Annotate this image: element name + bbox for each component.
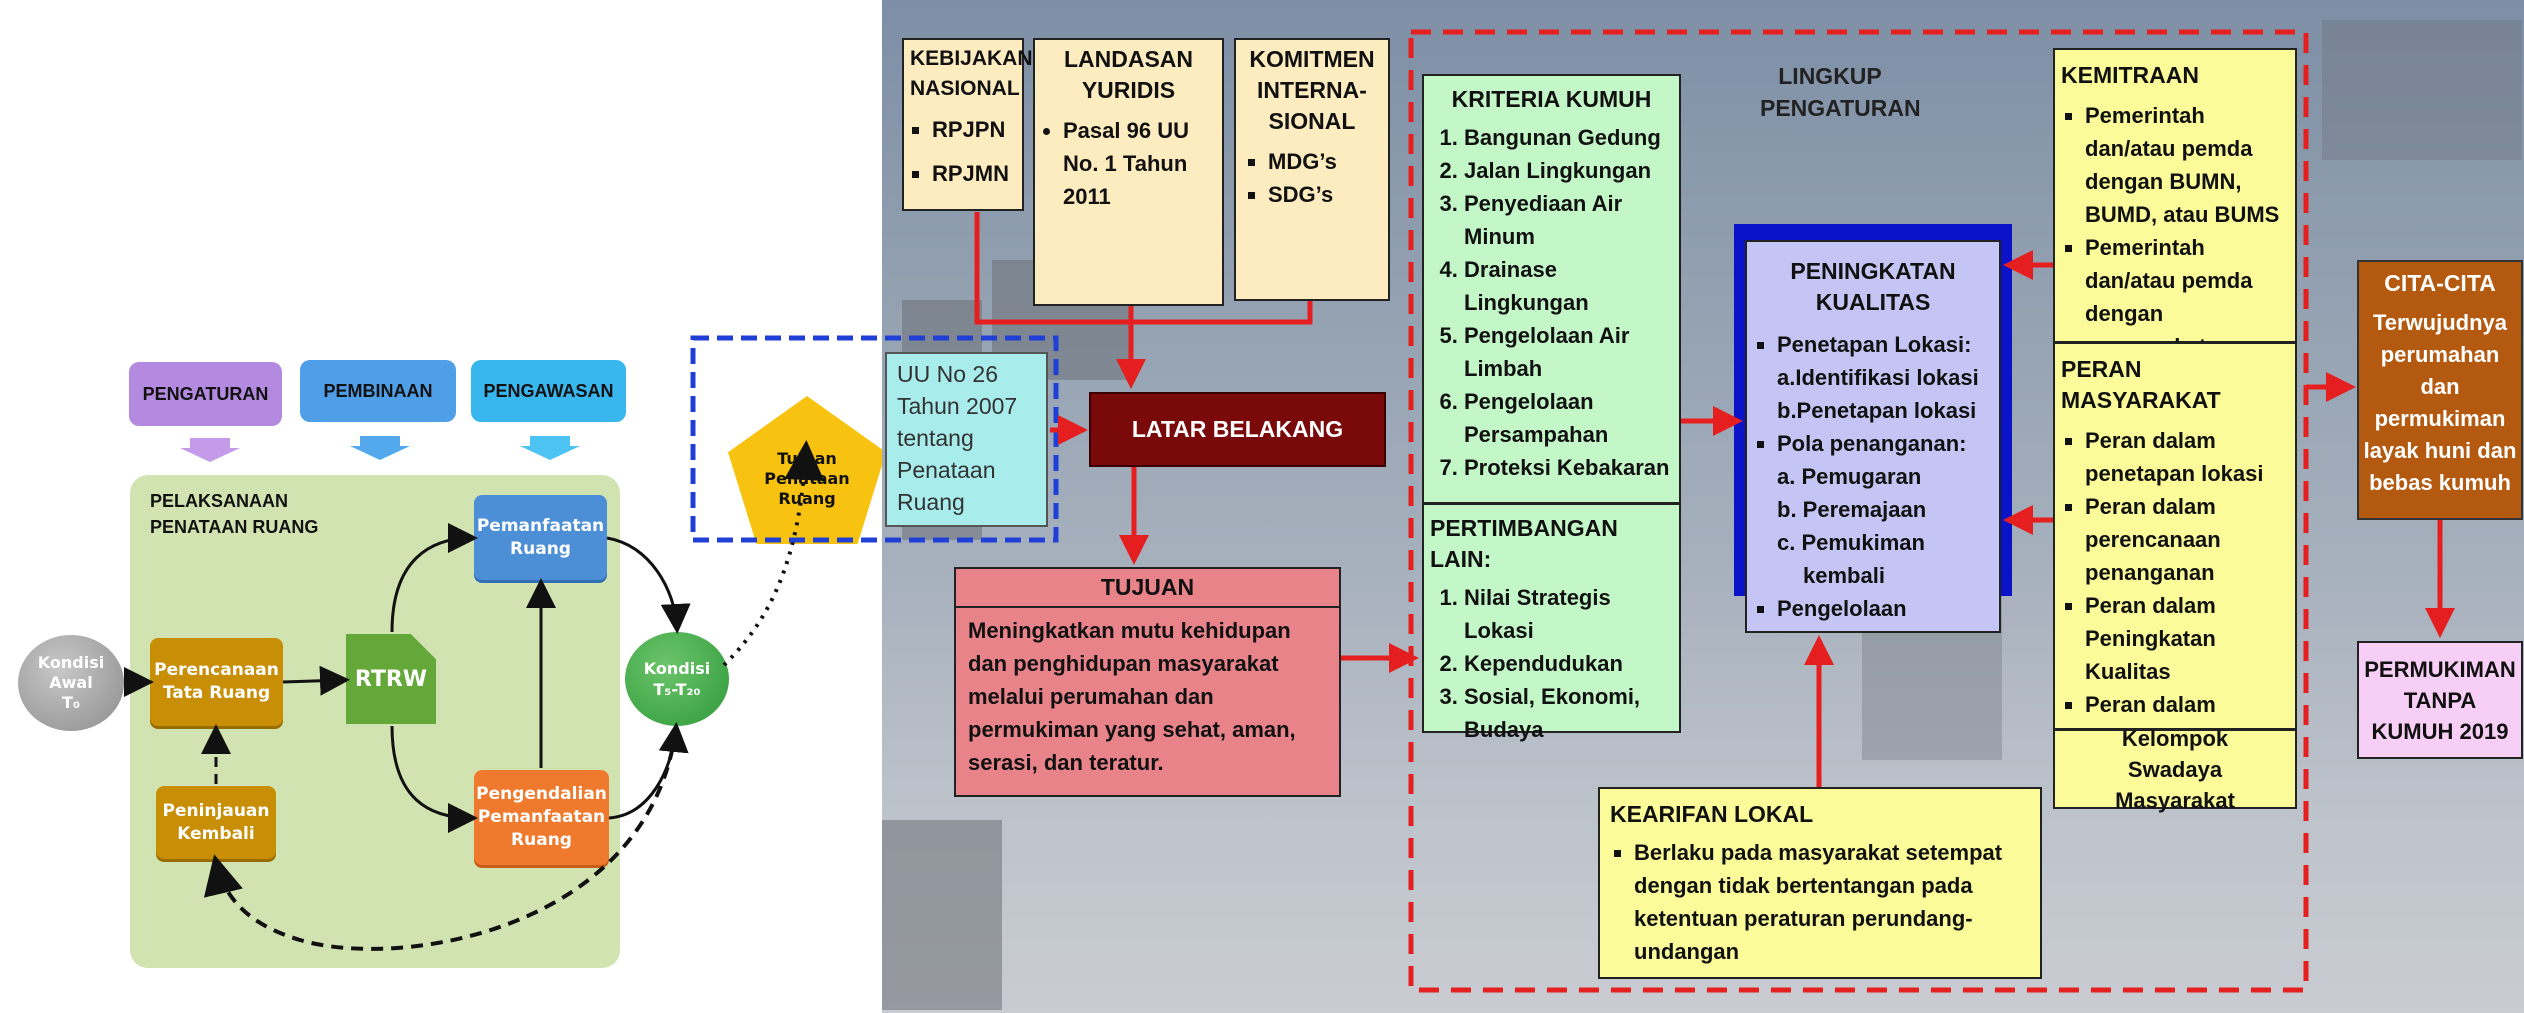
cita-text: Terwujudnya perumahan dan permukiman lay… (2363, 310, 2517, 495)
pemanfaatan-node: Pemanfaatan Ruang (474, 495, 607, 580)
peningkatan-p2a: a. Pemugaran (1777, 464, 1922, 489)
kriteria-title: KRITERIA KUMUH (1451, 86, 1652, 112)
kriteria-kumuh-box: KRITERIA KUMUH Bangunan Gedung Jalan Lin… (1422, 74, 1681, 504)
peningkatan-p2c: c. Pemukiman kembali (1777, 530, 1925, 588)
list-item: Penyediaan Air Minum (1464, 187, 1673, 253)
list-item: Jalan Lingkungan (1464, 154, 1673, 187)
landasan-title: LANDASAN YURIDIS (1063, 46, 1194, 103)
rtrw-node: RTRW (346, 634, 436, 724)
landasan-list: Pasal 96 UU No. 1 Tahun 2011 (1043, 114, 1214, 213)
list-item: Pola penanganan: a. Pemugaran b. Peremaj… (1777, 427, 1991, 592)
list-item: Bangunan Gedung (1464, 121, 1673, 154)
pengaturan-tag: PENGATURAN (129, 362, 282, 426)
tujuan-title: TUJUAN (956, 569, 1339, 608)
list-item: MDG’s (1268, 145, 1382, 178)
list-item: Peran dalam perencanaan penanganan (2085, 490, 2289, 589)
peninjauan-node: Peninjauan Kembali (156, 786, 276, 859)
landasan-box: LANDASAN YURIDIS Pasal 96 UU No. 1 Tahun… (1033, 38, 1224, 306)
cita-title: CITA-CITA (2384, 270, 2496, 296)
kebijakan-box: KEBIJAKAN NASIONAL RPJPN RPJMN (902, 38, 1033, 211)
list-item: Pemerintah dan/atau pemda dengan BUMN, B… (2085, 99, 2289, 231)
kriteria-list: Bangunan Gedung Jalan Lingkungan Penyedi… (1430, 121, 1673, 484)
list-item: Pasal 96 UU No. 1 Tahun 2011 (1063, 114, 1214, 213)
komitmen-list: MDG’s SDG’s (1242, 145, 1382, 211)
kondisi-t-node: Kondisi T₅-T₂₀ (625, 632, 729, 726)
kondisi-t-line2: T₅-T₂₀ (653, 680, 701, 699)
peningkatan-p2b: b. Peremajaan (1777, 497, 1927, 522)
list-item: RPJPN (932, 108, 1016, 152)
list-item: Nilai Strategis Lokasi (1464, 581, 1673, 647)
peningkatan-title: PENINGKATAN KUALITAS (1790, 258, 1956, 315)
pertimbangan-box: PERTIMBANGAN LAIN: Nilai Strategis Lokas… (1422, 503, 1681, 742)
list-item: Pengelolaan Air Limbah (1464, 319, 1673, 385)
kondisi-awal-line1: Kondisi (37, 653, 105, 672)
tujuan-box: TUJUAN Meningkatkan mutu kehidupan dan p… (954, 567, 1341, 797)
pertimbangan-list: Nilai Strategis Lokasi Kependudukan Sosi… (1430, 581, 1673, 746)
peningkatan-p2: Pola penanganan: (1777, 431, 1967, 456)
list-item: Proteksi Kebakaran (1464, 451, 1673, 484)
peningkatan-p1: Penetapan Lokasi: (1777, 332, 1972, 357)
list-item: Pengelolaan Persampahan (1464, 385, 1673, 451)
list-item: Pemerintah dan/atau pemda dengan masyara… (2085, 231, 2289, 363)
list-item: Drainase Lingkungan (1464, 253, 1673, 319)
list-item: SDG’s (1268, 178, 1382, 211)
list-item: Berlaku pada masyarakat setempat dengan … (1634, 836, 2030, 968)
list-item: RPJMN (932, 152, 1016, 196)
pembinaan-tag: PEMBINAAN (300, 360, 456, 422)
kearifan-list: Berlaku pada masyarakat setempat dengan … (1610, 836, 2030, 968)
kemitraan-box: KEMITRAAN Pemerintah dan/atau pemda deng… (2053, 48, 2297, 359)
tujuan-text: Meningkatkan mutu kehidupan dan penghidu… (968, 618, 1296, 775)
list-item: Peran dalam penetapan lokasi (2085, 424, 2289, 490)
list-item: Pengelolaan (1777, 592, 1991, 625)
kearifan-title: KEARIFAN LOKAL (1610, 801, 1814, 827)
kemitraan-title: KEMITRAAN (2061, 62, 2199, 88)
peningkatan-p1a: a.Identifikasi lokasi (1777, 365, 1979, 390)
latar-belakang-box: LATAR BELAKANG (1089, 392, 1386, 467)
kearifan-lokal-box: KEARIFAN LOKAL Berlaku pada masyarakat s… (1598, 787, 2042, 979)
uu-box: UU No 26 Tahun 2007 tentang Penataan Rua… (885, 352, 1048, 527)
perencanaan-node: Perencanaan Tata Ruang (150, 638, 283, 726)
pertimbangan-title: PERTIMBANGAN LAIN: (1430, 515, 1618, 572)
list-item: Sosial, Ekonomi, Budaya (1464, 680, 1673, 746)
kelompok-box: Kelompok Swadaya Masyarakat (2053, 726, 2297, 813)
cita-cita-box: CITA-CITA Terwujudnya perumahan dan perm… (2357, 260, 2523, 520)
kemitraan-list: Pemerintah dan/atau pemda dengan BUMN, B… (2061, 99, 2289, 363)
lingkup-title: LINGKUP PENGATURAN (1760, 63, 1921, 121)
kondisi-awal-line3: T₀ (62, 693, 80, 712)
kondisi-t-line1: Kondisi (643, 659, 711, 678)
peningkatan-box: PENINGKATAN KUALITAS Penetapan Lokasi: a… (1745, 240, 2001, 633)
permukiman-box: PERMUKIMAN TANPA KUMUH 2019 (2357, 641, 2523, 759)
pelaksanaan-label: PELAKSANAAN PENATAAN RUANG (150, 491, 319, 537)
peningkatan-p1b: b.Penetapan lokasi (1777, 398, 1977, 423)
peran-title: PERAN MASYARAKAT (2061, 356, 2221, 413)
kebijakan-title: KEBIJAKAN NASIONAL (910, 47, 1033, 100)
list-item: Kependudukan (1464, 647, 1673, 680)
komitmen-title: KOMITMEN INTERNA-SIONAL (1249, 46, 1375, 134)
komitmen-box: KOMITMEN INTERNA-SIONAL MDG’s SDG’s (1234, 38, 1390, 301)
list-item: Penetapan Lokasi: a.Identifikasi lokasi … (1777, 328, 1991, 427)
pengendalian-node: Pengendalian Pemanfaatan Ruang (474, 770, 609, 865)
pengawasan-tag: PENGAWASAN (471, 360, 626, 422)
peningkatan-list: Penetapan Lokasi: a.Identifikasi lokasi … (1755, 328, 1991, 625)
kondisi-awal-line2: Awal (49, 673, 93, 692)
list-item: Peran dalam Peningkatan Kualitas (2085, 589, 2289, 688)
kebijakan-list: RPJPN RPJMN (910, 108, 1016, 196)
kondisi-awal-node: Kondisi Awal T₀ (18, 635, 124, 731)
